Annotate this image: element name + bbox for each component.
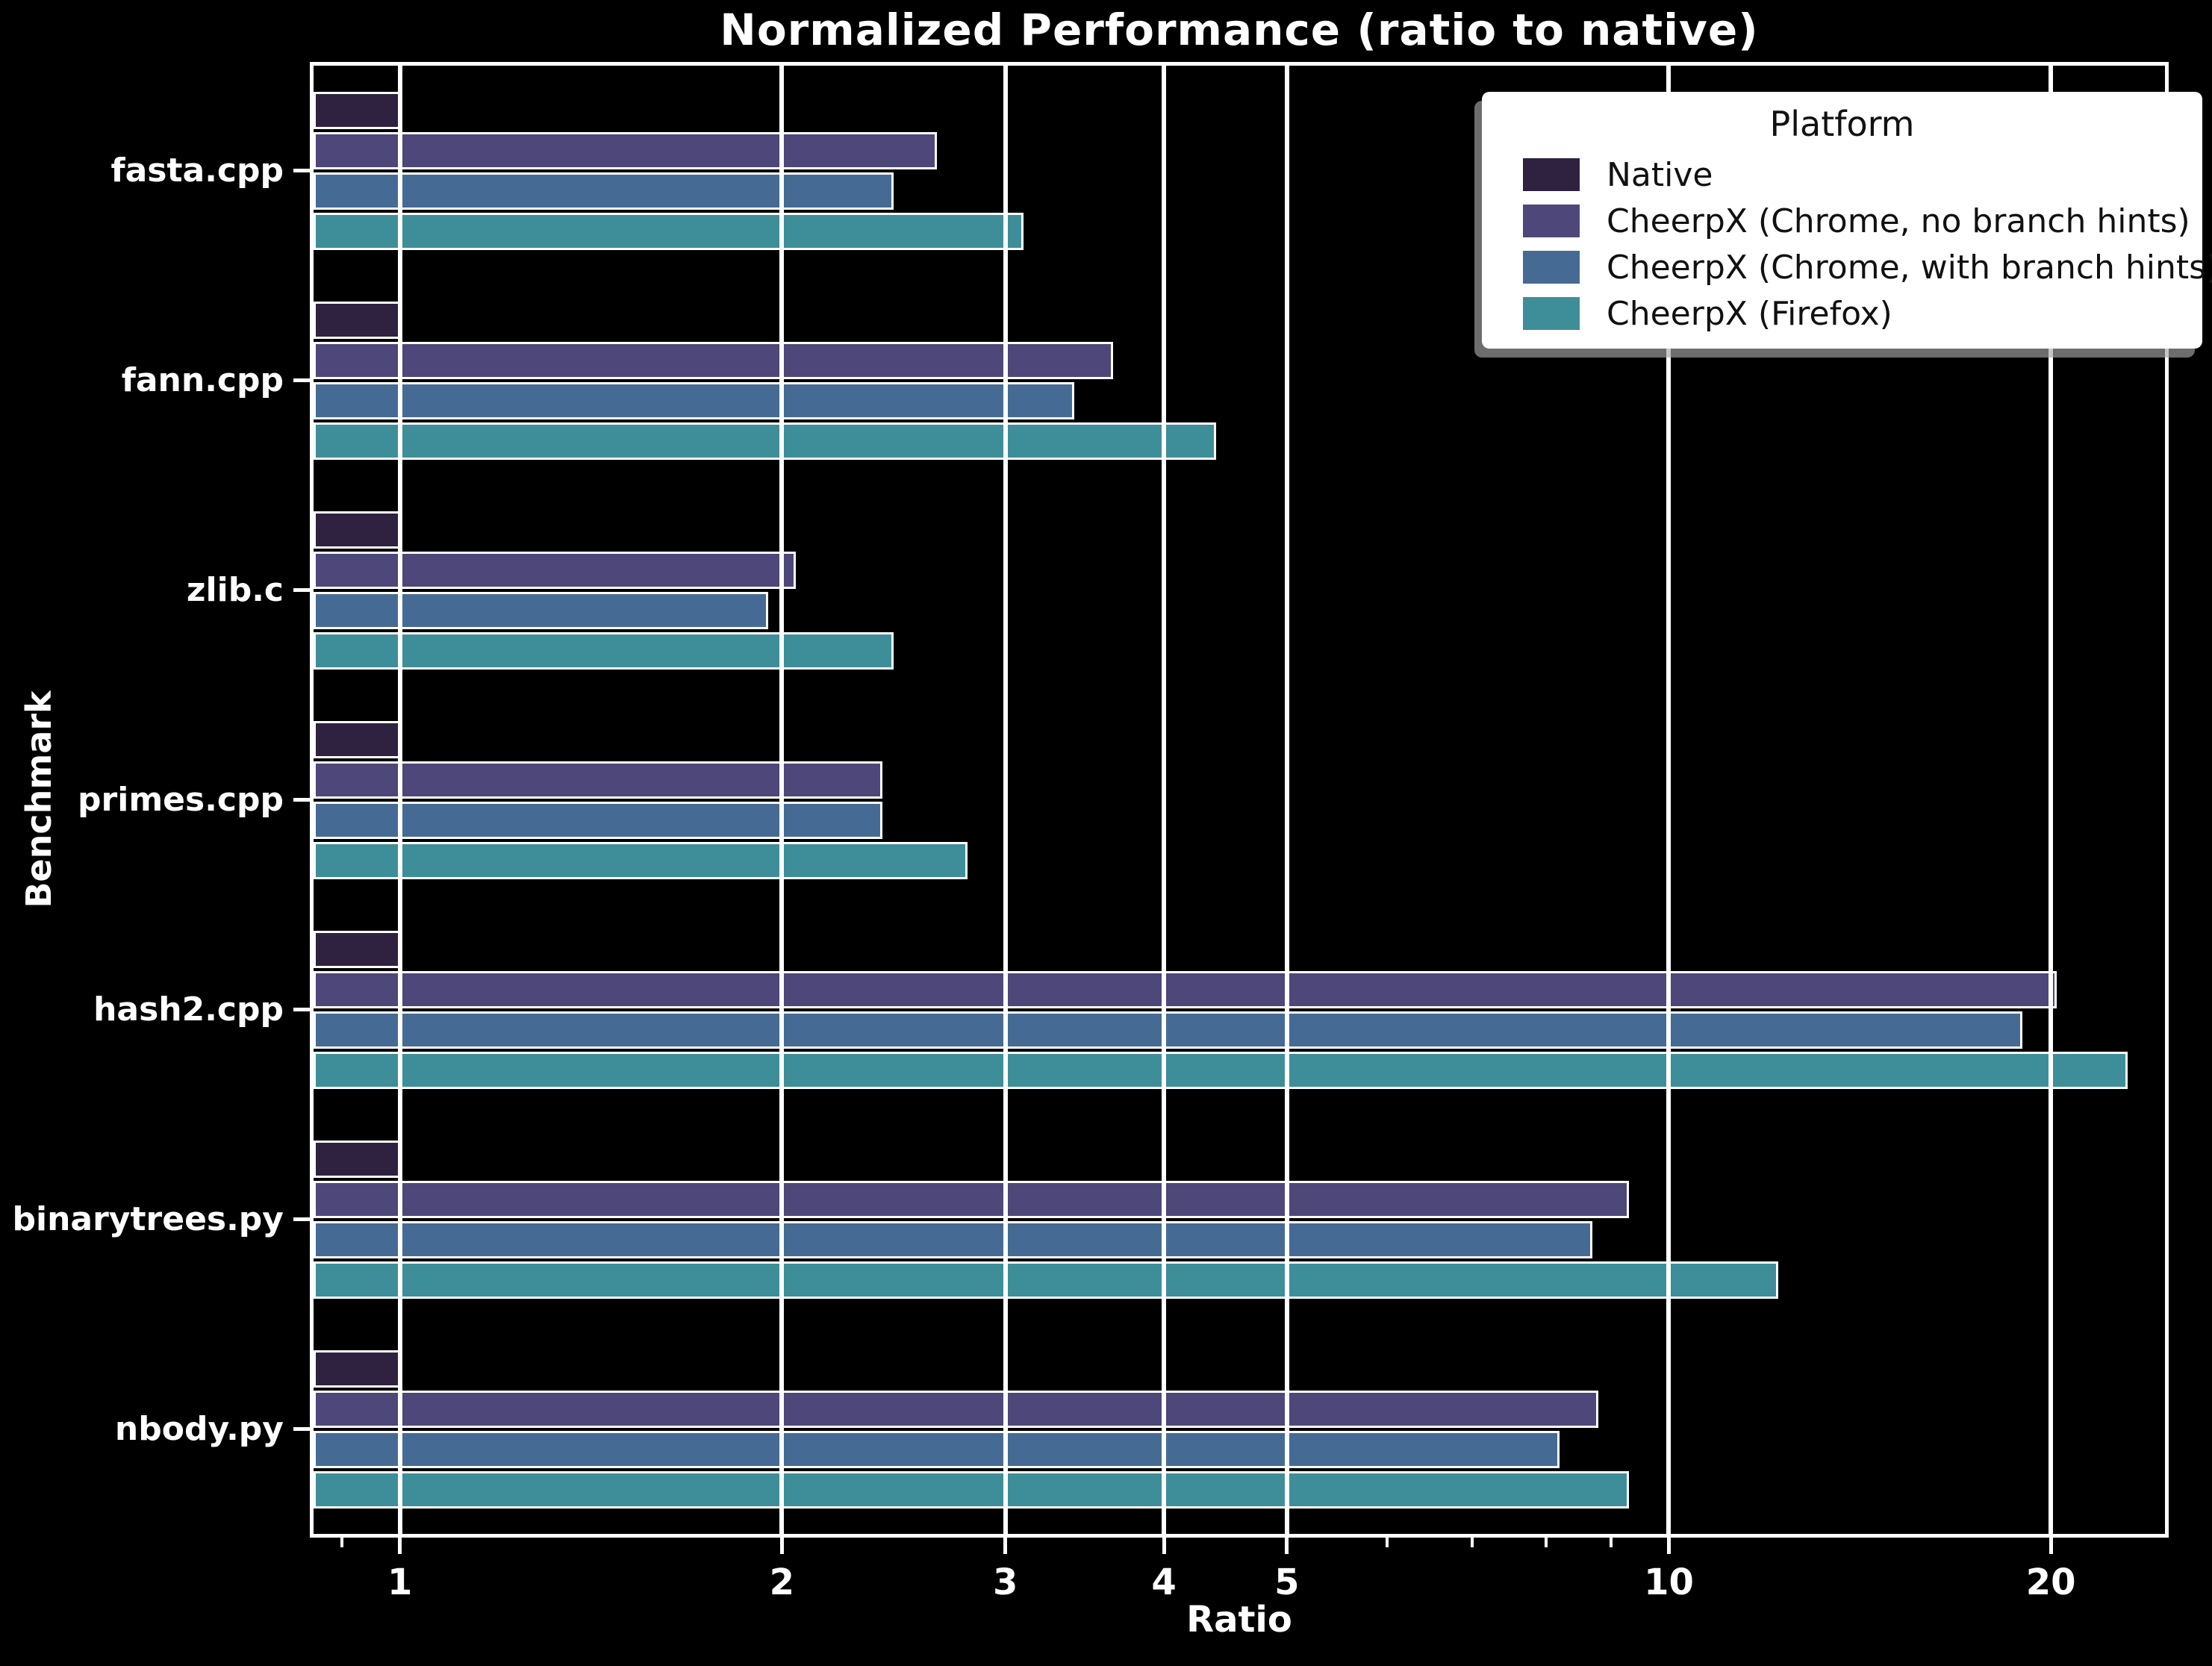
x-minor-tick-mark xyxy=(1471,1538,1474,1547)
bar xyxy=(314,1011,2023,1049)
bar xyxy=(314,631,894,670)
bar xyxy=(314,422,1217,460)
y-tick-label: zlib.c xyxy=(186,570,284,609)
y-tick-mark xyxy=(293,798,310,802)
bar xyxy=(314,212,1024,250)
legend-entry: CheerpX (Chrome, with branch hints) xyxy=(1482,244,2212,290)
legend-entry: CheerpX (Chrome, no branch hints) xyxy=(1482,198,2202,244)
bar xyxy=(314,381,1075,419)
bar xyxy=(314,511,400,549)
x-minor-tick-mark xyxy=(340,1538,343,1547)
x-tick-label: 10 xyxy=(1644,1562,1694,1603)
x-tick-label: 4 xyxy=(1151,1562,1177,1603)
bar xyxy=(314,930,400,968)
bar xyxy=(314,172,894,210)
bar xyxy=(314,1051,2128,1089)
legend-swatch xyxy=(1523,158,1580,191)
bar xyxy=(314,1390,1599,1428)
gridline-x xyxy=(397,66,402,1534)
legend-entry: CheerpX (Firefox) xyxy=(1482,290,2202,337)
bar xyxy=(314,1140,400,1178)
bar xyxy=(314,1261,1779,1299)
gridline-x xyxy=(1162,66,1167,1534)
bar xyxy=(314,1470,1629,1509)
legend-swatch xyxy=(1523,297,1580,330)
bar xyxy=(314,761,882,799)
gridline-x xyxy=(779,66,785,1534)
y-tick-label: hash2.cpp xyxy=(93,990,284,1029)
bar xyxy=(314,551,796,589)
gridline-x xyxy=(2049,66,2054,1534)
bar xyxy=(314,841,968,879)
y-tick-mark xyxy=(293,1217,310,1221)
x-minor-tick-mark xyxy=(1609,1538,1613,1547)
gridline-x xyxy=(1666,66,1672,1534)
legend-title: Platform xyxy=(1769,104,1915,144)
gridline-x xyxy=(1284,66,1289,1534)
gridline-x xyxy=(1003,66,1008,1534)
y-tick-mark xyxy=(293,1427,310,1431)
y-tick-mark xyxy=(293,169,310,172)
x-tick-mark xyxy=(398,1538,402,1554)
y-tick-mark xyxy=(293,588,310,592)
legend-swatch xyxy=(1523,251,1580,284)
bar xyxy=(314,1180,1629,1218)
bar xyxy=(314,301,400,339)
x-tick-label: 1 xyxy=(387,1562,413,1603)
y-tick-mark xyxy=(293,1008,310,1011)
legend-entry-label: Native xyxy=(1607,155,1713,194)
y-tick-label: fann.cpp xyxy=(121,361,284,399)
bar xyxy=(314,91,400,129)
y-tick-label: binarytrees.py xyxy=(12,1199,284,1238)
bar xyxy=(314,131,938,169)
bar xyxy=(314,801,882,839)
x-tick-label: 3 xyxy=(992,1562,1018,1603)
bar xyxy=(314,341,1114,379)
y-tick-label: primes.cpp xyxy=(78,780,284,819)
bar xyxy=(314,1430,1560,1468)
x-tick-mark xyxy=(779,1538,784,1554)
y-tick-label: fasta.cpp xyxy=(110,151,284,190)
x-tick-label: 2 xyxy=(769,1562,795,1603)
legend-entry-label: CheerpX (Chrome, no branch hints) xyxy=(1607,202,2190,240)
bar xyxy=(314,1220,1592,1258)
y-tick-label: nbody.py xyxy=(114,1409,284,1448)
bar xyxy=(314,720,400,758)
x-tick-label: 5 xyxy=(1274,1562,1300,1603)
x-tick-mark xyxy=(1285,1538,1289,1554)
bar xyxy=(314,970,2057,1008)
x-tick-mark xyxy=(1003,1538,1008,1554)
legend-swatch xyxy=(1523,205,1580,237)
x-tick-mark xyxy=(1162,1538,1166,1554)
x-tick-label: 20 xyxy=(2025,1562,2076,1603)
y-tick-mark xyxy=(293,378,310,382)
x-axis-label: Ratio xyxy=(1186,1599,1292,1641)
x-tick-mark xyxy=(1666,1538,1671,1554)
legend-entry-label: CheerpX (Chrome, with branch hints) xyxy=(1607,248,2212,287)
bar xyxy=(314,1350,400,1388)
x-minor-tick-mark xyxy=(1386,1538,1389,1547)
y-axis-label: Benchmark xyxy=(19,690,59,908)
x-minor-tick-mark xyxy=(1544,1538,1548,1547)
x-tick-mark xyxy=(2049,1538,2053,1554)
chart-title: Normalized Performance (ratio to native) xyxy=(720,4,1759,55)
bar xyxy=(314,591,768,629)
legend-entry: Native xyxy=(1482,152,2202,198)
legend-entry-label: CheerpX (Firefox) xyxy=(1607,294,1892,333)
